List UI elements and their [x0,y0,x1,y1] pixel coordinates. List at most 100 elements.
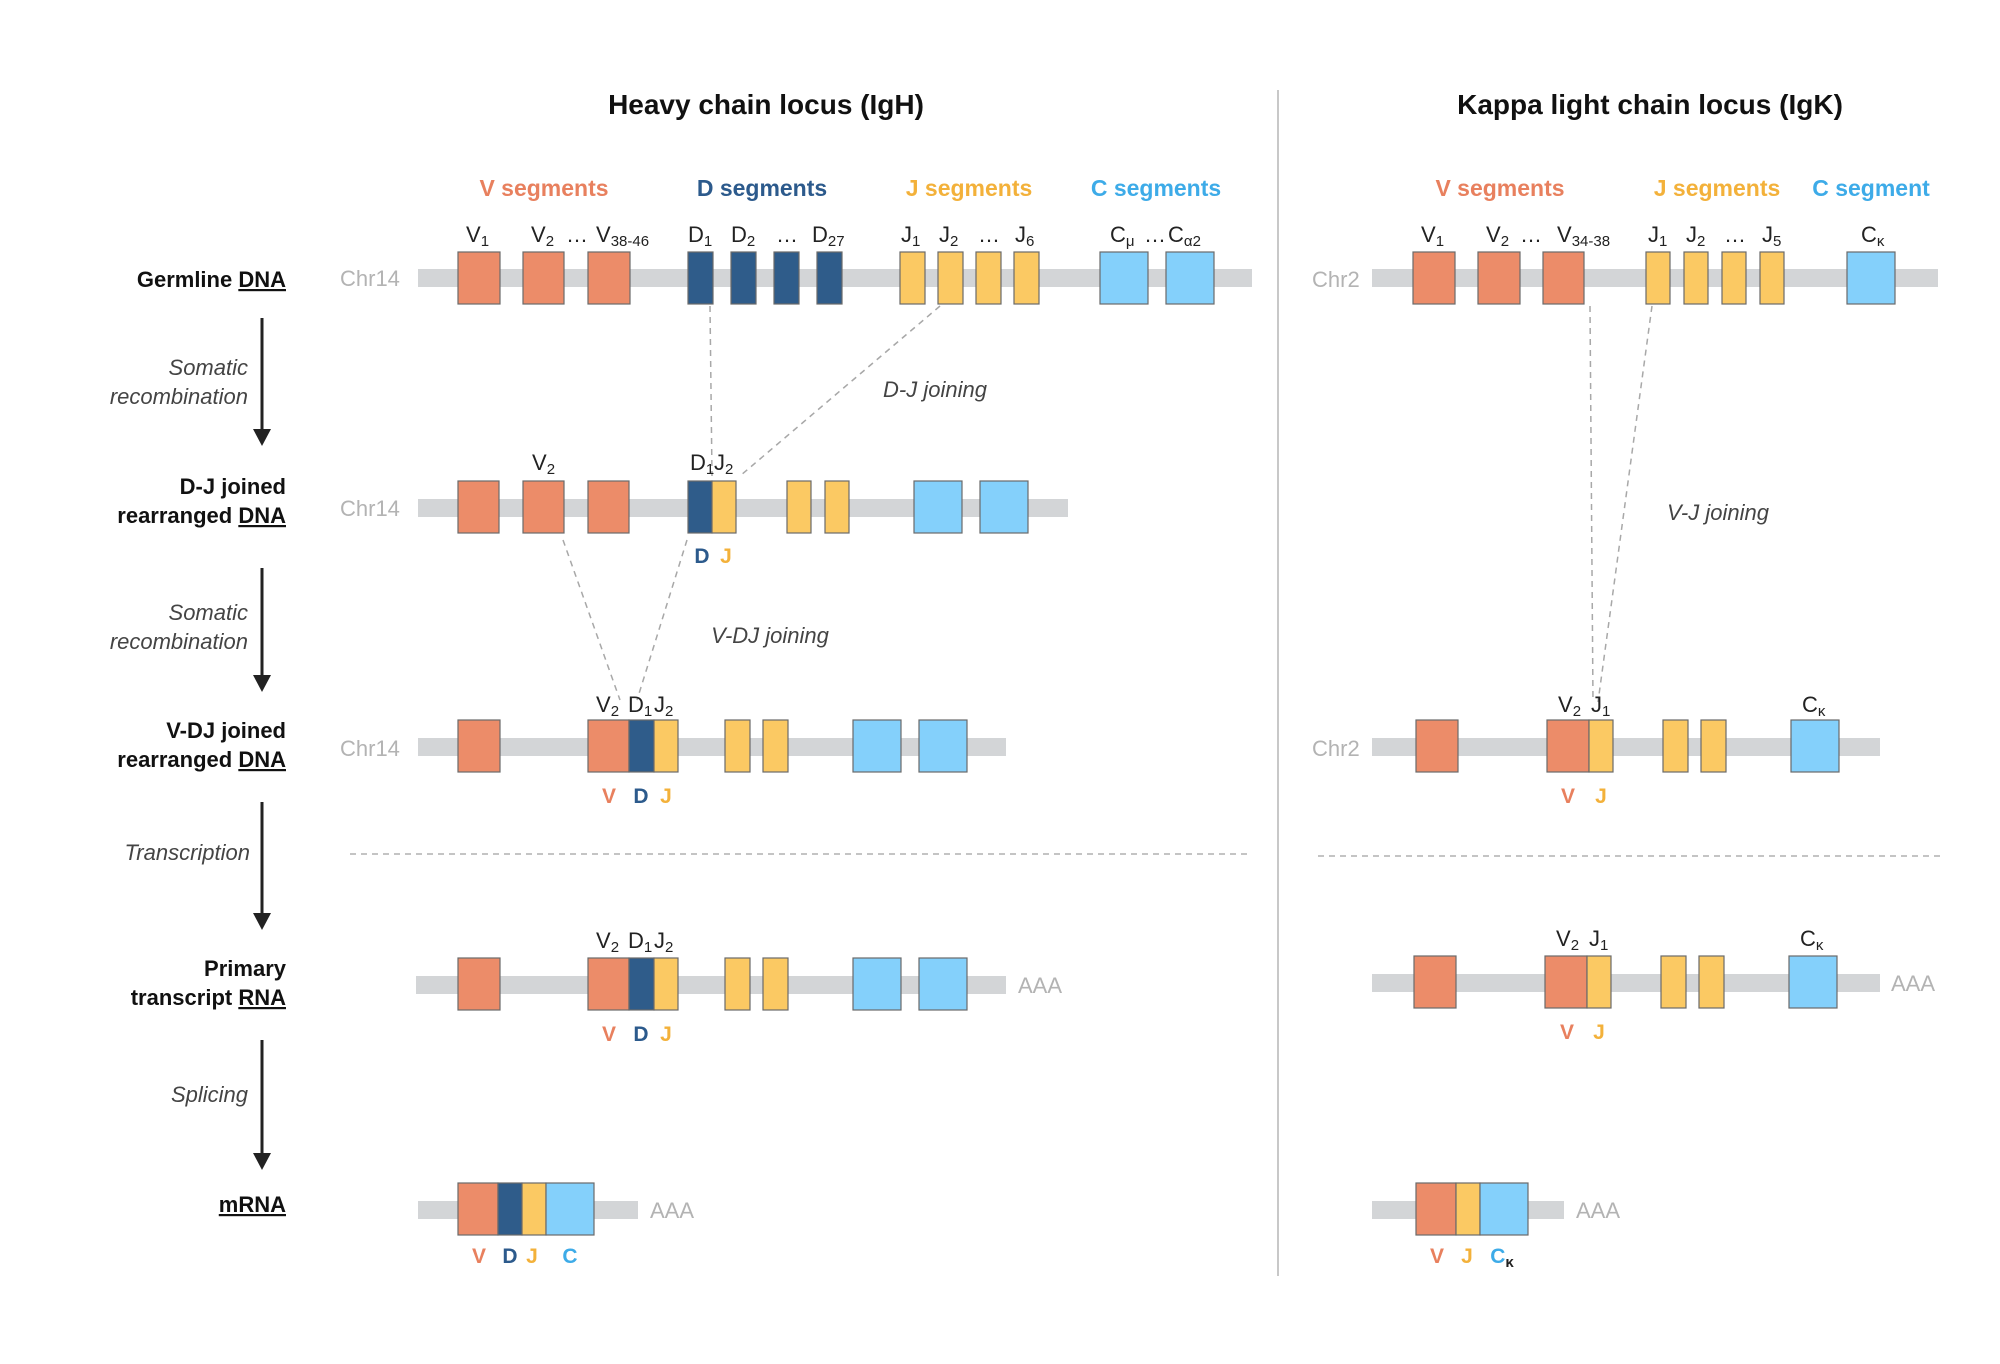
igh-v2-segment [522,251,565,305]
igh-primary-segments [457,957,968,1011]
igk-vj-v2-label: V2 [1558,692,1581,720]
igk-v-header: V segments [1435,175,1564,201]
igk-vj-j5-segment [1700,719,1727,773]
igk-mrna-j-segment [1455,1182,1481,1236]
join-label-vj: V-J joining [1667,500,1770,525]
igk-vj-j1-segment [1588,719,1614,773]
chr-label-heavy-dj: Chr14 [340,496,400,521]
igk-germline-segments [1412,251,1896,305]
igk-v2-segment [1477,251,1521,305]
igh-prim-d1-label: D1 [628,928,652,956]
igh-d-header: D segments [697,175,827,201]
igh-vdj-track [418,738,1006,756]
igh-prim-cmu-segment [852,957,902,1011]
igh-dj-j6-segment [824,480,850,534]
step-splicing: Splicing [171,1082,249,1107]
igk-j3-segment [1721,251,1747,305]
igk-ck-segment [1846,251,1896,305]
igh-prim-j3-segment [724,957,751,1011]
igh-vdj-ca2-segment [918,719,968,773]
igk-vj-segments [1415,719,1840,773]
igk-primary-track [1372,974,1880,992]
igh-mrna-j-segment [521,1182,547,1236]
igh-mrna-letter-j: J [526,1245,538,1268]
igh-mrna-c-segment [545,1182,595,1236]
igh-mrna-polya: AAA [650,1198,694,1223]
igk-j5-label: J5 [1762,222,1781,250]
igh-mrna-v-segment [457,1182,499,1236]
igk-vj-v1-segment [1415,719,1459,773]
igh-ca2-label: Cα2 [1168,222,1201,250]
igh-v1-segment [457,251,501,305]
igh-d2-label: D2 [731,222,755,250]
igk-j2-label: J2 [1686,222,1705,250]
igk-vj-track [1372,738,1880,756]
igh-v-header: V segments [479,175,608,201]
igk-prim-j1-label: J1 [1589,926,1608,954]
row-label-primary-2: transcript RNA [131,985,286,1010]
igk-prim-polya: AAA [1891,971,1935,996]
igk-v1-label: V1 [1421,222,1444,250]
igh-j1-label: J1 [901,222,920,250]
step-somatic-2b: recombination [110,629,248,654]
igh-mrna-d-segment [497,1182,523,1236]
igh-v1-label: V1 [466,222,489,250]
igk-prim-v1-segment [1413,955,1457,1009]
igh-mrna-letter-d: D [502,1245,517,1268]
igk-c-header: C segment [1812,175,1930,201]
igh-d1-segment [687,251,714,305]
igh-vdj-v2-label: V2 [596,692,619,720]
step-transcription: Transcription [124,840,250,865]
igh-prim-v1-segment [457,957,501,1011]
igk-prim-ck-label: Cκ [1800,926,1824,954]
igk-j5-segment [1759,251,1785,305]
igh-dj-letter-d: D [694,545,709,568]
igh-dj-ca2-segment [979,480,1029,534]
igk-mrna-segments [1415,1182,1529,1236]
igh-dj-d1-segment [687,480,713,534]
igh-c-dots: … [1144,222,1166,247]
row-label-mrna: mRNA [219,1192,286,1217]
chr-label-heavy-vdj: Chr14 [340,736,400,761]
chr-label-kappa-germline: Chr2 [1312,267,1360,292]
igh-d27-label: D27 [812,222,845,250]
igh-d-dots: … [776,222,798,247]
joining-lines [562,305,1653,703]
igk-mrna-letter-v: V [1430,1245,1444,1268]
igk-primary-segments [1413,955,1838,1009]
igk-vj-letter-j: J [1595,785,1607,808]
igk-vj-j1-label: J1 [1591,692,1610,720]
igk-j1-label: J1 [1648,222,1667,250]
igh-prim-v2-label: V2 [596,928,619,956]
igh-dj-cmu-segment [913,480,963,534]
igh-prim-j6-segment [762,957,789,1011]
join-label-dj: D-J joining [883,377,988,402]
igk-mrna-v-segment [1415,1182,1457,1236]
igh-c-header: C segments [1091,175,1221,201]
igh-dj-v2-segment [522,480,565,534]
igh-d27-segment [816,251,843,305]
igk-prim-ck-segment [1788,955,1838,1009]
igk-mrna-letter-c: Cκ [1490,1245,1514,1271]
igh-dj-vn-segment [587,480,630,534]
row-label-germline: Germline DNA [137,267,286,292]
igh-j2-segment [937,251,964,305]
igk-mrna-letter-j: J [1461,1245,1473,1268]
igk-vj-letter-v: V [1561,785,1575,808]
igh-vdj-letter-v: V [602,785,616,808]
igh-d2-segment [730,251,757,305]
igh-title: Heavy chain locus (IgH) [608,89,924,120]
row-label-dj-2: rearranged DNA [117,503,286,528]
igk-prim-j3-segment [1660,955,1687,1009]
igk-j-header: J segments [1654,175,1781,201]
igk-vj-v2-segment [1546,719,1590,773]
igh-vdj-v2-segment [587,719,630,773]
igk-prim-v2-segment [1544,955,1588,1009]
igh-prim-j2-label: J2 [654,928,673,956]
igk-v1-segment [1412,251,1456,305]
step-somatic-1b: recombination [110,384,248,409]
igh-germline-segments [457,251,1215,305]
igh-j3-segment [975,251,1002,305]
igh-dj-v2-label: V2 [532,450,555,478]
